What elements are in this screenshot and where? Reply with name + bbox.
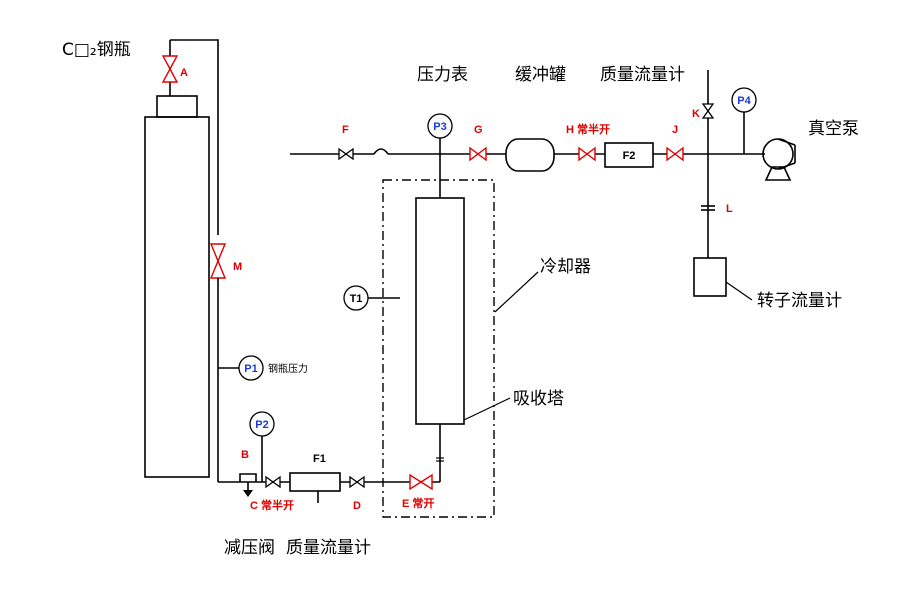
valve-d-label: D (353, 500, 361, 512)
gauge-p2-text: P2 (255, 419, 268, 431)
mfc-top-label: 质量流量计 (600, 65, 685, 85)
mfc-bottom-label: 质量流量计 (286, 538, 371, 558)
valve-b-label: B (241, 449, 249, 461)
vacuum-pump-label: 真空泵 (808, 119, 859, 139)
valve-e-label: E 常开 (402, 496, 434, 510)
absorber-column (415, 197, 465, 425)
mfc-f2 (604, 142, 654, 168)
gauge-p2: P2 (249, 411, 275, 437)
gauge-p3-text: P3 (433, 121, 446, 133)
valve-k[interactable] (701, 103, 715, 119)
valve-h-label: H 常半开 (566, 122, 610, 136)
gauge-p4-text: P4 (737, 95, 751, 107)
co2-cylinder (144, 88, 210, 478)
gauge-p4: P4 (731, 87, 757, 113)
absorber-label: 吸收塔 (513, 389, 564, 409)
buffer-tank (505, 138, 555, 172)
cylinder-label: C□₂钢瓶 (62, 40, 131, 60)
valve-l-label: L (726, 203, 733, 215)
valve-f-label: F (342, 124, 349, 136)
valve-g[interactable] (469, 146, 487, 162)
cooler-box (382, 179, 495, 518)
valve-c-label: C 常半开 (250, 498, 294, 512)
valve-k-label: K (692, 108, 700, 120)
mfc-f2-text: F2 (623, 150, 636, 162)
valve-a[interactable] (161, 55, 179, 83)
valve-a-label: A (180, 67, 188, 79)
valve-j[interactable] (666, 146, 684, 162)
mfc-f1 (289, 472, 341, 492)
valve-j-label: J (672, 124, 678, 136)
valve-g-label: G (474, 124, 483, 136)
valve-h[interactable] (578, 146, 596, 162)
reducer-label: 减压阀 (224, 538, 275, 558)
gauge-p1: P1 (238, 355, 264, 381)
valve-f[interactable] (338, 147, 354, 161)
valve-l[interactable] (701, 205, 715, 211)
cylinder-pressure-label: 钢瓶压力 (268, 362, 308, 375)
gauge-p1-text: P1 (244, 363, 257, 375)
rotameter-label: 转子流量计 (757, 291, 842, 311)
valve-m-label: M (233, 261, 242, 273)
t1-text: T1 (350, 293, 363, 305)
cooler-label: 冷却器 (540, 257, 591, 277)
valve-m[interactable] (209, 243, 227, 279)
buffer-label: 缓冲罐 (515, 65, 566, 85)
mfc-f1-text: F1 (313, 453, 326, 465)
valve-d[interactable] (349, 475, 365, 489)
gauge-p3: P3 (427, 113, 453, 139)
temperature-sensor-t1: T1 (343, 285, 369, 311)
pressure-reducer-valve[interactable] (239, 473, 257, 497)
vacuum-pump (762, 138, 796, 181)
valve-c[interactable] (265, 475, 281, 489)
valve-e[interactable] (409, 473, 433, 491)
rotameter (693, 257, 727, 297)
gauge-label-p3: 压力表 (417, 65, 468, 85)
